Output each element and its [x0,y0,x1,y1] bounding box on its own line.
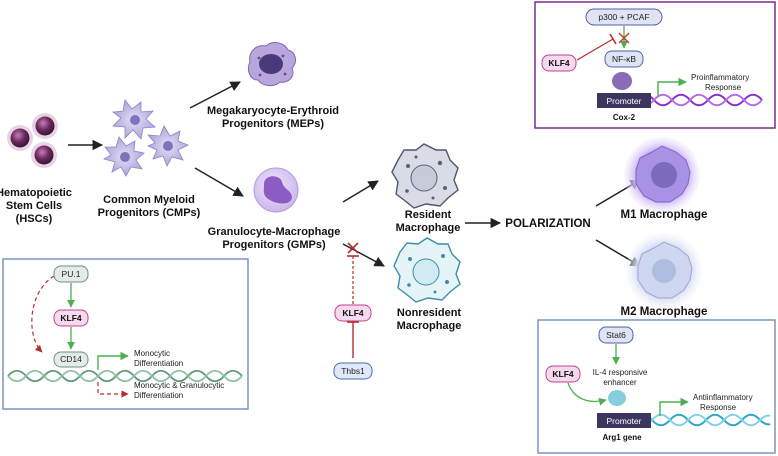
gmp-label-1: Granulocyte-Macrophage [208,226,341,238]
resident-macrophage-cell [391,143,459,209]
p300-pcaf-label: p300 + PCAF [598,12,649,22]
nonresident-label-2: Macrophage [397,320,462,332]
mono-diff-1: Monocytic [134,349,170,358]
m1-macrophage-cell [624,137,700,213]
m1-label: M1 Macrophage [621,209,708,221]
mep-cell [247,42,296,87]
m2-label: M2 Macrophage [621,306,708,318]
mono-diff-arrow [97,351,129,370]
m2-mechanism-panel: Stat6 KLF4 IL-4 responsive enhancer Prom… [537,319,776,454]
m2-nucleosome [608,390,626,406]
arrow-gmp-to-resident [342,180,379,203]
hsc-label-1: Hematopoietic [0,187,72,199]
left-klf4-label: KLF4 [60,313,82,323]
m2-klf4-pill [545,365,581,383]
m1-response-2: Response [705,83,742,92]
klf4-to-enhancer-arrow [567,382,607,406]
pu1-dashed-arc [31,275,55,353]
mep-label-2: Progenitors (MEPs) [222,118,324,130]
m2-promoter-box [597,413,651,428]
m1-klf4-label: KLF4 [548,58,570,68]
thbs1-pill [333,362,373,380]
il4-label-1: IL-4 responsive [593,368,648,377]
mg-diff-2: Differentiation [134,391,183,400]
left-mechanism-panel: PU.1 KLF4 CD14 Monocytic Differentiation… [2,258,249,410]
center-klf4-pill [334,304,372,322]
nfkb-pill [604,50,644,68]
nonresident-label-1: Nonresident [397,307,462,319]
pu1-pill [53,265,89,283]
nfkb-label: NF-κB [612,54,636,64]
m1-gene-label: Cox-2 [613,113,636,122]
m1-transcription-arrow [657,77,687,96]
m1-mechanism-panel: p300 + PCAF KLF4 NF-κB Promoter Cox-2 Pr… [534,1,776,129]
arrow-gmp-to-nonresident [342,243,385,267]
m1-klf4-inhibit-line [576,38,614,61]
m1-nucleosome [612,72,632,90]
p300-pcaf-pill [585,8,663,26]
block-x-icon [347,242,359,254]
arrow-cmp-to-gmp [194,167,244,197]
m1-klf4-inhibit-bar [609,33,617,45]
thbs1-label: Thbs1 [341,366,365,376]
m2-gene-label: Arg1 gene [602,433,642,442]
m2-klf4-label: KLF4 [552,369,574,379]
center-klf4-label: KLF4 [342,308,364,318]
m2-response-1: Antiinflammatory [693,393,753,402]
m2-promoter-label: Promoter [607,416,642,426]
m1-klf4-pill [541,54,577,72]
mg-diff-1: Monocytic & Granulocytic [134,381,224,390]
gmp-label-2: Progenitors (GMPs) [222,239,326,251]
stat6-pill [598,326,634,344]
nonresident-macrophage-cell [393,237,461,303]
hsc-label-2: Stem Cells [6,200,62,212]
il4-label-2: enhancer [603,378,637,387]
cmp-label-1: Common Myeloid [103,194,195,206]
m1-block-x-icon [618,32,630,44]
resident-label-2: Macrophage [396,222,461,234]
cd14-label: CD14 [60,354,82,364]
cd14-pill [53,351,89,368]
m2-response-2: Response [700,403,737,412]
left-klf4-pill [53,309,89,327]
m1-promoter-box [597,93,651,108]
m2-macrophage-cell [626,233,702,309]
left-dna-strand-a [7,369,243,383]
m2-transcription-arrow [659,397,689,416]
hsc-label-3: (HSCs) [16,213,53,225]
mep-label-1: Megakaryocyte-Erythroid [207,105,339,117]
hsc-cells [7,113,58,168]
left-dna-strand-b [7,369,243,383]
m1-promoter-label: Promoter [607,96,642,106]
gmp-cell [253,167,299,213]
mono-diff-2: Differentiation [134,359,183,368]
m1-response-1: Proinflammatory [691,73,749,82]
cmp-label-2: Progenitors (CMPs) [98,207,201,219]
polarization-label: POLARIZATION [505,218,590,230]
arrow-cmp-to-mep [189,81,241,109]
stat6-label: Stat6 [606,330,626,340]
cmp-cells [102,99,189,177]
resident-label-1: Resident [405,209,452,221]
mg-diff-arrow [97,382,129,398]
pu1-label: PU.1 [62,269,81,279]
